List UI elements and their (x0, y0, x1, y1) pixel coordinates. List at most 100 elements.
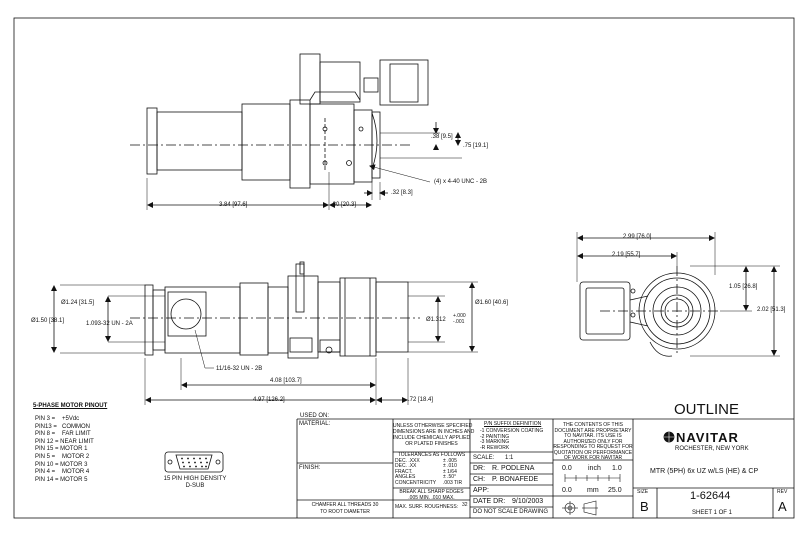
dim-219: 2.19 [55.7] (612, 252, 641, 258)
dim-dia-160: Ø1.60 [40.6] (475, 300, 509, 306)
do-not-scale-note: DO NOT SCALE DRAWING (473, 509, 549, 515)
suffix-row: -R REWORK (480, 444, 510, 451)
inch-scale-start: 0.0 (562, 465, 572, 472)
pinout-title: 5-PHASE MOTOR PINOUT (33, 403, 108, 409)
size-value: B (640, 499, 649, 514)
proprietary-line: AUTHORIZED ONLY FOR (563, 438, 623, 445)
navitar-logo-icon (663, 431, 675, 443)
pin-row-label: PIN 10 = MOTOR 3 (35, 461, 88, 468)
checked-by-label: CH: (473, 476, 486, 483)
break-edges-2: .005 MIN. .010 MAX. (408, 495, 455, 501)
dim-80: .80 [20.3] (331, 202, 357, 208)
scale-bars (564, 474, 621, 482)
dim-72: .72 [18.4] (408, 397, 434, 403)
dim-299: 2.99 [76.0] (623, 234, 652, 240)
drawn-by-value: R. PODLENA (492, 465, 535, 472)
outline-title: OUTLINE (674, 401, 740, 418)
date-drawn-value: 9/10/2003 (512, 498, 544, 505)
dim-dia-124: Ø1.24 [31.5] (61, 300, 95, 306)
company-logo-text: NAVITAR (676, 430, 739, 445)
scale-label: SCALE: (473, 455, 495, 461)
sheet-border (13, 17, 795, 519)
general-note-3: INCLUDE CHEMICALLY APPLIED (393, 435, 471, 441)
inch-scale-label: inch (588, 465, 601, 472)
revision-value: A (778, 499, 787, 514)
end-view (576, 232, 780, 357)
dim-408: 4.08 [103.7] (270, 378, 302, 384)
tolerance-value: ± 1/64 (443, 468, 457, 475)
approved-by-label: APP: (473, 487, 489, 494)
dsub-connector (164, 451, 224, 473)
used-on-label: USED ON: (300, 413, 330, 419)
pin-row-signal: FAR LIMIT (62, 431, 91, 438)
tolerance-key: DEC. .XXX (395, 458, 420, 464)
dim-32: .32 [8.3] (391, 190, 413, 196)
material-label: MATERIAL: (299, 421, 331, 427)
checked-by-value: P. BONAFEDE (492, 476, 539, 483)
proprietary-line: OF WORK FOR NAVITAR (563, 455, 623, 461)
inch-scale-end: 1.0 (612, 465, 622, 472)
connector-label-line2: D-SUB (185, 483, 205, 489)
proprietary-line: RESPONDING TO REQUEST FOR (553, 444, 633, 450)
dim-38: .38 [9.5] (431, 134, 453, 140)
company-city: ROCHESTER, NEW YORK (675, 446, 749, 452)
pin-row-label: PIN 8 = (35, 431, 56, 438)
dim-75: .75 [19.1] (463, 143, 489, 149)
tolerance-key: ANGLES (395, 474, 416, 481)
dim-thread-4-40: (4) x 4-40 UNC - 2B (434, 179, 488, 185)
dim-dia-150: Ø1.50 [38.1] (31, 318, 65, 324)
dim-tol-minus: -.001 (453, 319, 465, 325)
pin-row-label: PIN 4 = (35, 469, 56, 476)
pin-row-signal: COMMON (62, 423, 90, 430)
dim-tol-plus: +.000 (453, 313, 466, 319)
chamfer-note-2: TO ROOT DIAMETER (320, 509, 370, 515)
title-block-lines (296, 418, 794, 518)
finish-label: FINISH: (299, 465, 321, 471)
general-note-2: DIMENSIONS ARE IN INCHES AND (393, 429, 475, 435)
connector-label-line1: 15 PIN HIGH DENSITY (163, 476, 227, 482)
pin-row-label: PIN 3 = (35, 416, 56, 422)
tolerance-value: ± .50° (443, 474, 457, 481)
pin-row-signal: MOTOR 2 (62, 454, 90, 460)
tolerance-value: ± .010 (443, 463, 457, 470)
dim-497: 4.97 [126.2] (253, 397, 285, 403)
tolerance-value: .003 TIR (443, 479, 463, 486)
tolerance-title: TOLERANCES AS FOLLOWS (397, 452, 466, 458)
break-edges-1: BREAK ALL SHARP EDGES (399, 489, 464, 495)
mm-scale-start: 0.0 (562, 487, 572, 494)
surface-roughness-label: MAX. SURF. ROUGHNESS: (395, 504, 459, 510)
dim-105: 1.05 [26.8] (729, 284, 758, 290)
suffix-row: -3 MARKING (480, 439, 510, 445)
tolerance-key: FRACT. (395, 468, 413, 475)
drawn-by-label: DR: (473, 465, 486, 472)
size-label: SIZE (637, 489, 649, 495)
pin-row-label: PIN13 = (35, 423, 57, 430)
suffix-row: -1 CONVERSION COATING (480, 428, 544, 434)
sheet-count: SHEET 1 OF 1 (692, 510, 732, 516)
pin-row-signal: MOTOR 4 (62, 469, 90, 476)
suffix-row: -2 PAINTING (480, 433, 510, 440)
pin-row-label: PIN 15 = MOTOR 1 (35, 446, 88, 453)
proprietary-line: QUOTATION OR PERFORMANCE (553, 449, 633, 456)
mm-scale-end: 25.0 (608, 487, 622, 494)
chamfer-note-1: CHAMFER ALL THREADS 30 (311, 502, 379, 508)
pin-row-label: PIN 12 = NEAR LIMIT (35, 438, 94, 445)
proprietary-line: THE CONTENTS OF THIS (563, 422, 623, 428)
suffix-title: P/N SUFFIX DEFINITION (484, 421, 542, 427)
general-note-1: UNLESS OTHERWISE SPECIFIED (393, 423, 473, 429)
dim-384: 3.84 [97.6] (219, 202, 248, 208)
pin-row-label: PIN 5 = (35, 454, 56, 460)
mm-scale-label: mm (587, 487, 599, 494)
projection-symbol-icon (562, 500, 598, 516)
surface-roughness-value: 32 (462, 502, 468, 508)
pin-row-signal: +5Vdc (62, 416, 80, 422)
general-note-4: OR PLATED FINISHES (405, 441, 458, 447)
dim-thread-1093: 1.093-32 UN - 2A (86, 321, 133, 327)
proprietary-line: TO NAVITAR. ITS USE IS (564, 433, 622, 439)
dim-dia-1312: Ø1.312 (426, 317, 446, 323)
tolerance-key: DEC. .XX (395, 463, 417, 470)
revision-label: REV (777, 489, 788, 495)
dim-thread-1116: 11/16-32 UN - 2B (216, 366, 263, 372)
